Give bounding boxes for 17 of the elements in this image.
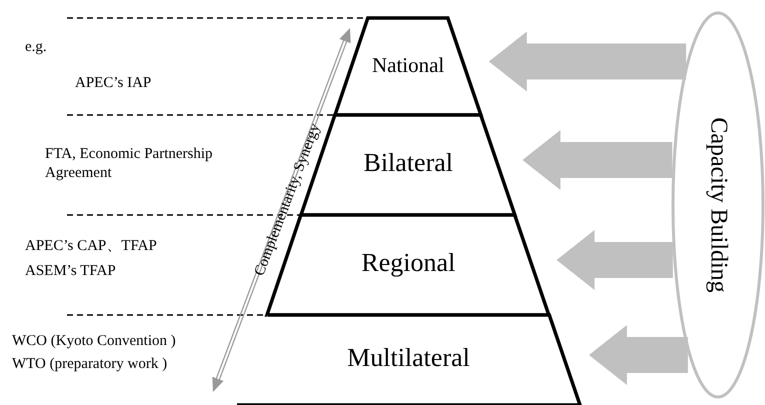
block-arrow (522, 130, 672, 190)
example-note: WCO (Kyoto Convention ) (12, 332, 176, 351)
tier-label: National (370, 52, 446, 78)
block-arrow (556, 230, 673, 290)
example-note: e.g. (25, 38, 47, 57)
example-note: APEC’s CAP、TFAP (25, 237, 157, 256)
example-note: FTA, Economic Partnership Agreement (45, 145, 214, 183)
example-note: WTO (preparatory work ) (12, 355, 168, 374)
example-note: ASEM’s TFAP (25, 262, 116, 281)
block-arrow (488, 32, 686, 92)
example-note: APEC’s IAP (75, 74, 152, 93)
capacity-ellipse (671, 11, 765, 399)
block-arrow (588, 325, 688, 385)
pyramid-tier (333, 16, 484, 115)
pyramid-tier (235, 313, 582, 405)
tier-label: Multilateral (346, 343, 471, 374)
ellipse-label: Capacity Building (704, 117, 732, 293)
